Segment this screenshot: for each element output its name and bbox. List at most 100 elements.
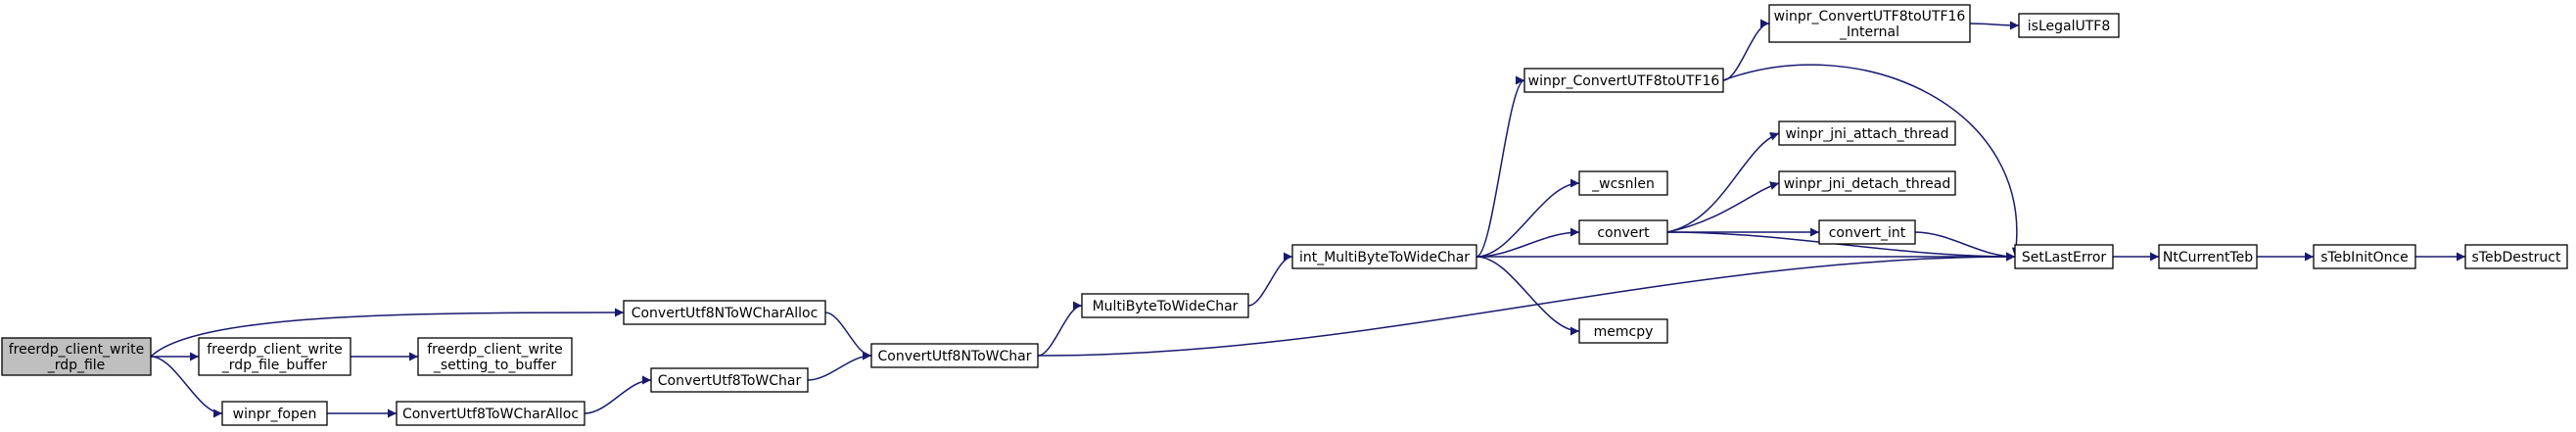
node-box bbox=[396, 401, 585, 426]
node-label: ConvertUtf8NToWCharAlloc bbox=[632, 306, 819, 321]
node-box bbox=[1, 337, 152, 376]
node-box bbox=[623, 300, 826, 325]
edge-cu8wc-to-cu8nwc bbox=[807, 351, 872, 381]
node-label: winpr_fopen bbox=[233, 407, 317, 422]
node-box bbox=[221, 401, 328, 426]
node-label: sTebInitOnce bbox=[2320, 250, 2409, 265]
edge-imbtwc-to-convert bbox=[1475, 227, 1580, 258]
nodes-layer: freerdp_client_write_rdp_fileConvertUtf8… bbox=[1, 4, 2568, 426]
node-cu8wc[interactable]: ConvertUtf8ToWChar bbox=[650, 367, 809, 393]
node-box bbox=[417, 337, 573, 376]
edge-wcu8u16i-to-islegal bbox=[1969, 21, 2020, 30]
edge-convert-to-detach bbox=[1666, 181, 1780, 233]
node-label: convert_int bbox=[1829, 225, 1906, 241]
node-root[interactable]: freerdp_client_write_rdp_file bbox=[1, 337, 152, 376]
node-label: sTebDestruct bbox=[2472, 250, 2561, 265]
node-cu8nwc[interactable]: ConvertUtf8NToWChar bbox=[870, 343, 1039, 368]
node-label: winpr_ConvertUTF8toUTF16 bbox=[1528, 73, 1720, 89]
edge-arrow bbox=[1037, 301, 1083, 357]
node-label: _rdp_file_buffer bbox=[221, 358, 328, 373]
edge-arrow bbox=[1475, 178, 1580, 258]
edge-arrow bbox=[1969, 21, 2020, 30]
edge-arrow bbox=[1914, 231, 2016, 262]
node-label: freerdp_client_write bbox=[9, 342, 145, 358]
node-box bbox=[1778, 120, 1956, 146]
edge-arrow bbox=[1037, 252, 2016, 357]
edge-convint-to-setlast bbox=[1914, 231, 2016, 262]
node-label: _Internal bbox=[1839, 24, 1899, 40]
node-box bbox=[1778, 170, 1956, 196]
node-convert[interactable]: convert bbox=[1578, 219, 1668, 245]
node-wcsnlen[interactable]: _wcsnlen bbox=[1578, 170, 1668, 196]
edge-arrow bbox=[1666, 131, 1780, 233]
node-box bbox=[198, 337, 351, 376]
node-box bbox=[870, 343, 1039, 368]
node-label: _setting_to_buffer bbox=[433, 358, 557, 373]
node-label: memcpy bbox=[1594, 324, 1654, 340]
node-mbtwc[interactable]: MultiByteToWideChar bbox=[1081, 293, 1249, 318]
edge-arrow bbox=[1475, 75, 1525, 258]
node-label: _wcsnlen bbox=[1591, 176, 1655, 192]
edge-arrow bbox=[584, 375, 652, 414]
node-fcwrfb[interactable]: freerdp_client_write_rdp_file_buffer bbox=[198, 337, 351, 376]
node-label: ConvertUtf8ToWChar bbox=[658, 373, 802, 389]
edge-imbtwc-to-wcsnlen bbox=[1475, 178, 1580, 258]
node-convint[interactable]: convert_int bbox=[1818, 219, 1916, 245]
node-imbtwc[interactable]: int_MultiByteToWideChar bbox=[1291, 244, 1477, 269]
node-label: ConvertUtf8ToWCharAlloc bbox=[402, 407, 579, 422]
edges-layer bbox=[150, 19, 2465, 418]
node-label: NtCurrentTeb bbox=[2163, 250, 2253, 265]
node-box bbox=[1578, 219, 1668, 245]
edge-imbtwc-to-wcu8u16 bbox=[1475, 75, 1525, 258]
node-label: int_MultiByteToWideChar bbox=[1299, 250, 1470, 265]
node-islegal[interactable]: isLegalUTF8 bbox=[2018, 13, 2120, 38]
node-attach[interactable]: winpr_jni_attach_thread bbox=[1778, 120, 1956, 146]
edge-arrow bbox=[150, 308, 625, 358]
node-box bbox=[1291, 244, 1477, 269]
node-setlast[interactable]: SetLastError bbox=[2014, 244, 2114, 269]
edge-arrow bbox=[1722, 19, 1770, 81]
node-label: winpr_jni_detach_thread bbox=[1784, 176, 1951, 192]
node-wcu8u16[interactable]: winpr_ConvertUTF8toUTF16 bbox=[1523, 68, 1724, 93]
node-wfopen[interactable]: winpr_fopen bbox=[221, 401, 328, 426]
node-wcu8u16i[interactable]: winpr_ConvertUTF8toUTF16_Internal bbox=[1768, 4, 1971, 43]
edge-arrow bbox=[1722, 64, 2021, 258]
edge-arrow bbox=[807, 351, 872, 381]
node-ntteb[interactable]: NtCurrentTeb bbox=[2158, 244, 2258, 269]
edge-cu8wca-to-cu8wc bbox=[584, 375, 652, 414]
node-box bbox=[2464, 244, 2568, 269]
node-box bbox=[1081, 293, 1249, 318]
node-label: convert bbox=[1597, 225, 1650, 241]
node-memcpy[interactable]: memcpy bbox=[1578, 318, 1668, 344]
node-cu8wca[interactable]: ConvertUtf8ToWCharAlloc bbox=[396, 401, 585, 426]
edge-wcu8u16-to-setlast bbox=[1722, 64, 2021, 258]
edge-mbtwc-to-imbtwc bbox=[1247, 252, 1293, 307]
node-stebdes[interactable]: sTebDestruct bbox=[2464, 244, 2568, 269]
edge-arrow bbox=[824, 312, 872, 360]
node-cu8ncwa[interactable]: ConvertUtf8NToWCharAlloc bbox=[623, 300, 826, 325]
edge-wcu8u16-to-wcu8u16i bbox=[1722, 19, 1770, 81]
node-fcwstb[interactable]: freerdp_client_write_setting_to_buffer bbox=[417, 337, 573, 376]
edge-arrow bbox=[1475, 227, 1580, 258]
edge-arrow bbox=[1247, 252, 1293, 307]
node-box bbox=[650, 367, 809, 393]
node-box bbox=[1818, 219, 1916, 245]
node-box bbox=[2313, 244, 2416, 269]
edge-arrow bbox=[1666, 181, 1780, 233]
edge-cu8ncwa-to-cu8nwc bbox=[824, 312, 872, 360]
node-label: winpr_ConvertUTF8toUTF16 bbox=[1774, 9, 1966, 24]
edge-arrow bbox=[1475, 256, 1580, 336]
edge-convert-to-attach bbox=[1666, 131, 1780, 233]
node-box bbox=[1523, 68, 1724, 93]
edge-root-to-cu8ncwa bbox=[150, 308, 625, 358]
node-box bbox=[1768, 4, 1971, 43]
node-label: freerdp_client_write bbox=[427, 342, 563, 358]
node-label: winpr_jni_attach_thread bbox=[1785, 126, 1948, 142]
node-box bbox=[2018, 13, 2120, 38]
node-label: _rdp_file bbox=[47, 358, 106, 373]
node-stebinit[interactable]: sTebInitOnce bbox=[2313, 244, 2416, 269]
node-box bbox=[2158, 244, 2258, 269]
node-box bbox=[1578, 170, 1668, 196]
node-detach[interactable]: winpr_jni_detach_thread bbox=[1778, 170, 1956, 196]
